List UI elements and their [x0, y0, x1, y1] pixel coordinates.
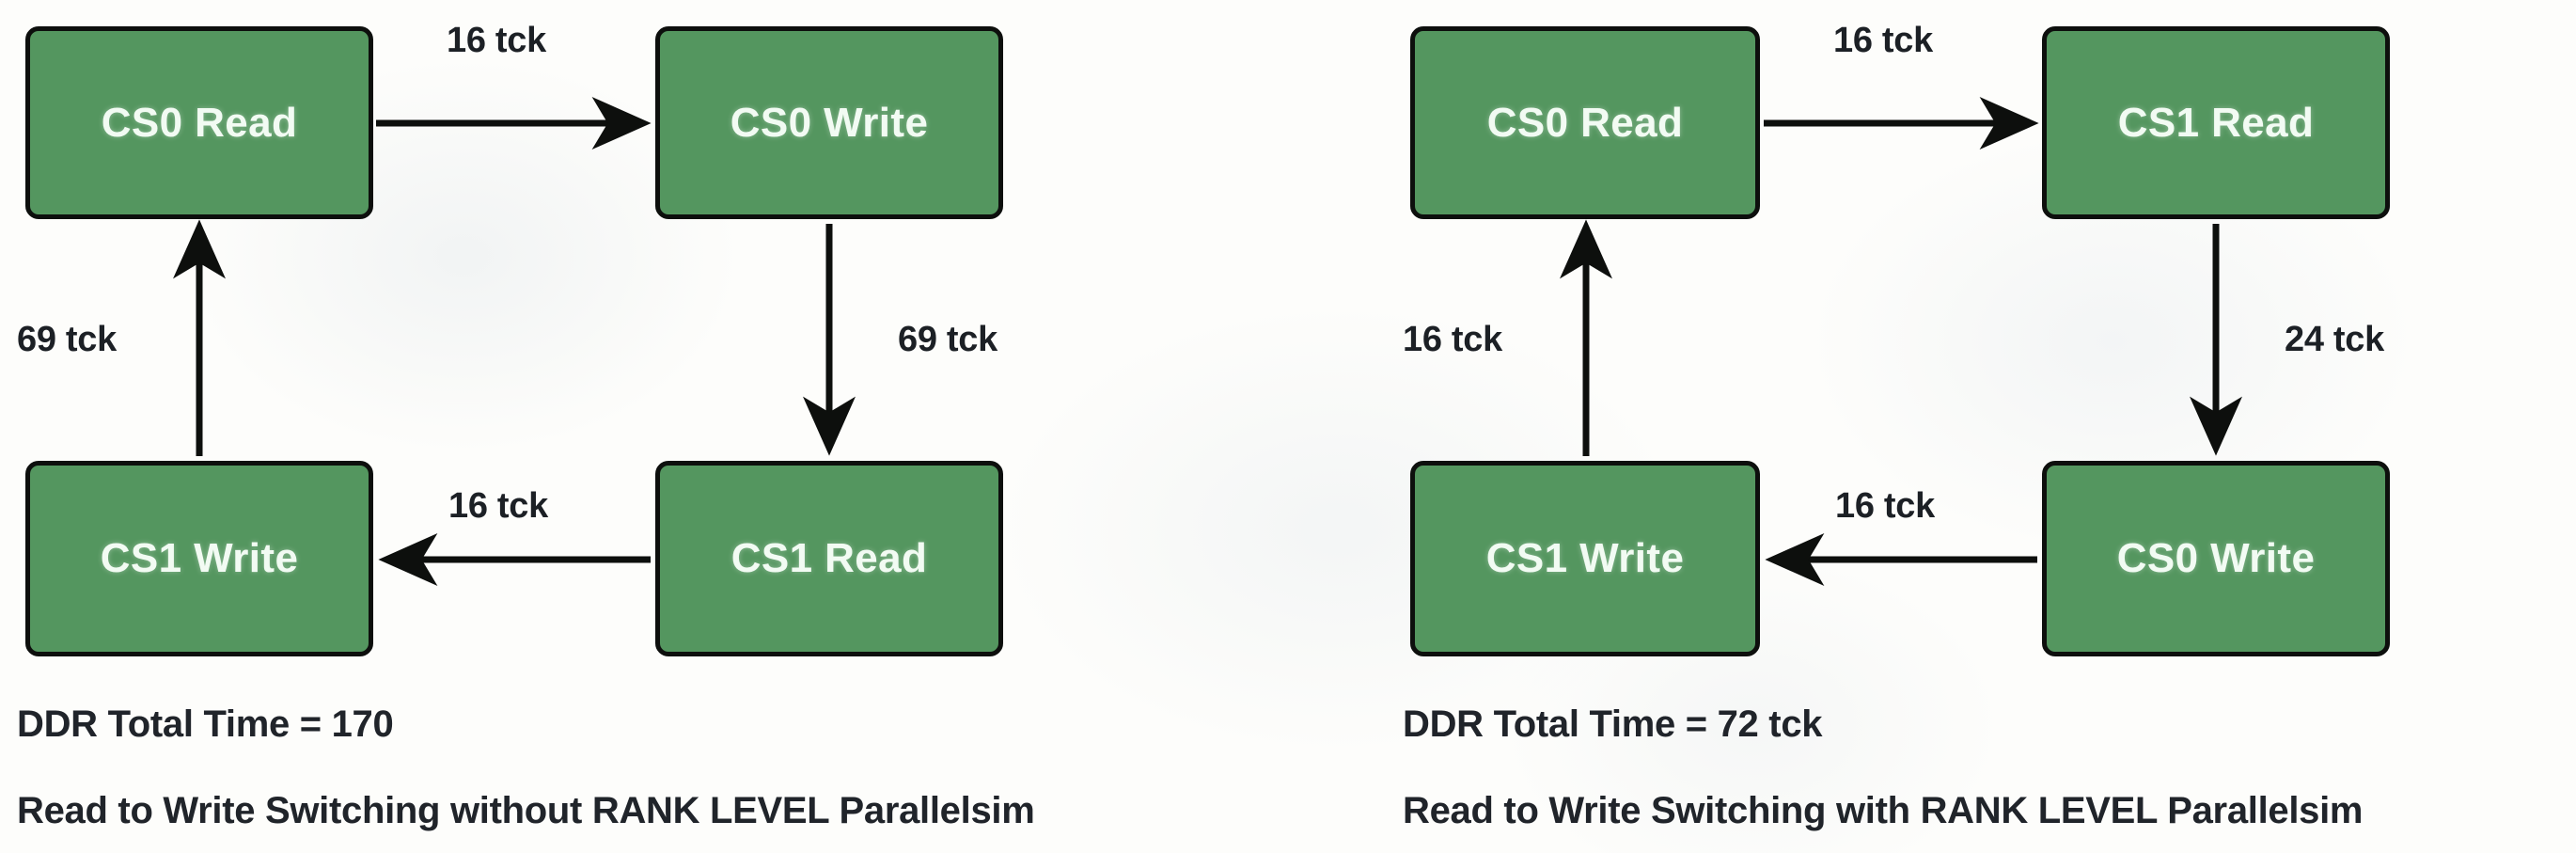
right-total-time: DDR Total Time = 72 tck	[1403, 703, 1823, 745]
left-panel-caption: Read to Write Switching without RANK LEV…	[17, 790, 1035, 831]
node-cs1-write-left[interactable]: CS1 Write	[25, 461, 373, 656]
node-cs0-write-left[interactable]: CS0 Write	[655, 26, 1003, 219]
edge-label-cs0read-cs0write: 16 tck	[447, 21, 546, 60]
edge-label-cs1read-cs0write: 24 tck	[2285, 320, 2384, 359]
right-panel-caption: Read to Write Switching with RANK LEVEL …	[1403, 790, 2364, 831]
node-cs1-read-left[interactable]: CS1 Read	[655, 461, 1003, 656]
edge-label-cs1write-cs0read: 69 tck	[17, 320, 117, 359]
node-cs1-read-right[interactable]: CS1 Read	[2042, 26, 2390, 219]
left-total-time: DDR Total Time = 170	[17, 703, 394, 745]
edge-label-cs1write-cs0read: 16 tck	[1403, 320, 1502, 359]
node-cs1-write-right[interactable]: CS1 Write	[1410, 461, 1760, 656]
edge-label-cs0write-cs1write: 16 tck	[1835, 486, 1935, 526]
node-cs0-read-right[interactable]: CS0 Read	[1410, 26, 1760, 219]
node-cs0-write-right[interactable]: CS0 Write	[2042, 461, 2390, 656]
edge-label-cs0read-cs1read: 16 tck	[1833, 21, 1933, 60]
node-cs0-read-left[interactable]: CS0 Read	[25, 26, 373, 219]
edge-label-cs0write-cs1read: 69 tck	[898, 320, 997, 359]
edge-label-cs1read-cs1write: 16 tck	[448, 486, 548, 526]
